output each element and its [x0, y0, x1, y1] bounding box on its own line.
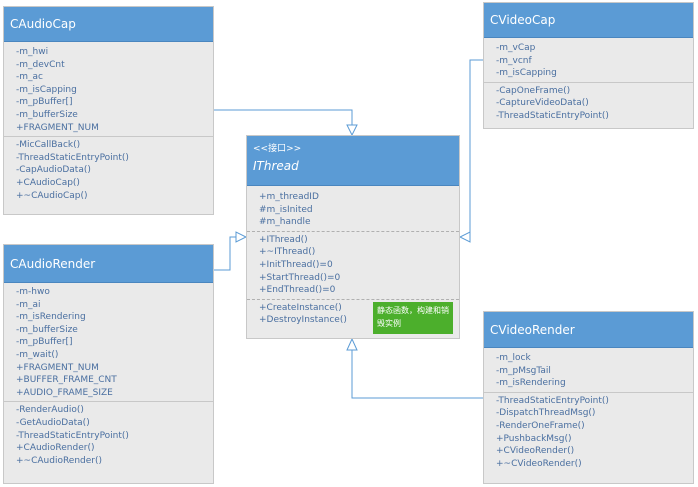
attribute: +FRAGMENT_NUM — [16, 122, 99, 133]
attribute: -m_pBuffer[] — [16, 337, 73, 348]
caudiocap-inheritance-line — [214, 109, 353, 133]
attribute: -m_pMsgTail — [496, 365, 551, 376]
class-caudiorender: CAudioRender -m-hwo -m_ai -m_isRendering… — [3, 244, 214, 484]
class-cvideocap-header: CVideoCap — [484, 3, 693, 38]
arrowhead-left — [235, 231, 248, 243]
class-cvideocap: CVideoCap -m_vCap -m_vcnf -m_isCapping -… — [483, 2, 694, 129]
method: -ThreadStaticEntryPoint() — [496, 110, 609, 121]
attribute: -m_vCap — [496, 43, 536, 53]
attribute: -m_devCnt — [16, 59, 65, 70]
class-caudiorender-attributes: -m-hwo -m_ai -m_isRendering -m_bufferSiz… — [4, 283, 213, 401]
method: -ThreadStaticEntryPoint() — [16, 430, 129, 441]
method: -CapOneFrame() — [496, 85, 571, 96]
attribute: #m_handle — [259, 217, 311, 228]
class-caudiocap: CAudioCap -m_hwi -m_devCnt -m_ac -m_isCa… — [3, 6, 214, 215]
class-caudiocap-methods: -MicCallBack() -ThreadStaticEntryPoint()… — [4, 136, 213, 204]
attribute: +FRAGMENT_NUM — [16, 362, 99, 373]
method: +IThread() — [259, 234, 308, 245]
attribute: +m_threadID — [259, 192, 319, 202]
arrowhead-bottom — [346, 337, 358, 351]
interface-ithread-static-methods: +CreateInstance() +DestroyInstance() — [247, 298, 459, 329]
attribute: +AUDIO_FRAME_SIZE — [16, 387, 113, 398]
method: +~CAudioRender() — [16, 455, 103, 466]
attribute: #m_isInited — [259, 204, 313, 215]
arrowhead-right — [458, 231, 471, 243]
interface-ithread-attributes: +m_threadID #m_isInited #m_handle — [247, 186, 459, 231]
class-caudiorender-methods: -RenderAudio() -GetAudioData() -ThreadSt… — [4, 401, 213, 469]
method: +PushbackMsg() — [496, 433, 572, 444]
class-cvideorender-methods: -ThreadStaticEntryPoint() -DispatchThrea… — [484, 391, 693, 473]
method: -RenderAudio() — [16, 405, 84, 416]
method: -CaptureVideoData() — [496, 98, 589, 109]
attribute: -m_isRendering — [496, 378, 566, 389]
arrowhead-top — [346, 124, 358, 137]
attribute: -m_isCapping — [16, 84, 77, 95]
attribute: -m_ai — [16, 299, 41, 310]
class-caudiocap-attributes: -m_hwi -m_devCnt -m_ac -m_isCapping -m_p… — [4, 42, 213, 136]
attribute: -m_vcnf — [496, 55, 532, 66]
attribute: +BUFFER_FRAME_CNT — [16, 375, 117, 386]
method: -MicCallBack() — [16, 140, 81, 151]
class-caudiocap-header: CAudioCap — [4, 7, 213, 42]
interface-ithread-methods: +IThread() +~IThread() +InitThread()=0 +… — [247, 230, 459, 299]
class-cvideocap-attributes: -m_vCap -m_vcnf -m_isCapping — [484, 38, 693, 82]
method: -DispatchThreadMsg() — [496, 408, 596, 419]
method: -ThreadStaticEntryPoint() — [496, 395, 609, 406]
attribute: -m_hwi — [16, 47, 49, 57]
cvideorender-inheritance-line — [351, 341, 483, 399]
method: +CVideoRender() — [496, 446, 575, 457]
method: +~CAudioCap() — [16, 190, 88, 201]
attribute: -m_bufferSize — [16, 109, 78, 120]
class-cvideorender-attributes: -m_lock -m_pMsgTail -m_isRendering — [484, 348, 693, 392]
method: +~CVideoRender() — [496, 458, 582, 469]
method: -CapAudioData() — [16, 165, 91, 176]
method: +CAudioRender() — [16, 443, 95, 454]
attribute: -m_lock — [496, 353, 531, 363]
interface-stereotype: <<接口>> — [253, 144, 302, 154]
class-cvideocap-methods: -CapOneFrame() -CaptureVideoData() -Thre… — [484, 81, 693, 125]
class-caudiorender-header: CAudioRender — [4, 245, 213, 283]
cvideocap-inheritance-line — [460, 59, 483, 238]
method: +CreateInstance() — [259, 302, 342, 313]
static-function-note: 静态函数，构建和销毁实例 — [373, 302, 453, 334]
class-cvideocap-title: CVideoCap — [490, 13, 556, 27]
method: +EndThread()=0 — [259, 285, 336, 296]
interface-ithread-title: IThread — [253, 159, 299, 173]
method: +~IThread() — [259, 247, 316, 258]
attribute: -m_wait() — [16, 349, 59, 360]
class-caudiorender-title: CAudioRender — [10, 257, 96, 271]
class-caudiocap-title: CAudioCap — [10, 17, 76, 31]
method: -ThreadStaticEntryPoint() — [16, 152, 129, 163]
attribute: -m_ac — [16, 72, 43, 83]
attribute: -m_pBuffer[] — [16, 97, 73, 108]
method: +DestroyInstance() — [259, 315, 347, 326]
method: -GetAudioData() — [16, 417, 90, 428]
method: -RenderOneFrame() — [496, 420, 585, 431]
attribute: -m_bufferSize — [16, 324, 78, 335]
attribute: -m_isCapping — [496, 68, 557, 79]
interface-ithread-header: <<接口>> IThread — [247, 136, 459, 186]
method: +CAudioCap() — [16, 177, 80, 188]
attribute: -m-hwo — [16, 287, 50, 297]
class-cvideorender-title: CVideoRender — [490, 323, 575, 337]
method: +StartThread()=0 — [259, 272, 341, 283]
method: +InitThread()=0 — [259, 259, 333, 270]
caudiorender-inheritance-line — [214, 236, 246, 271]
class-cvideorender-header: CVideoRender — [484, 312, 693, 348]
attribute: -m_isRendering — [16, 312, 86, 323]
class-cvideorender: CVideoRender -m_lock -m_pMsgTail -m_isRe… — [483, 311, 694, 484]
